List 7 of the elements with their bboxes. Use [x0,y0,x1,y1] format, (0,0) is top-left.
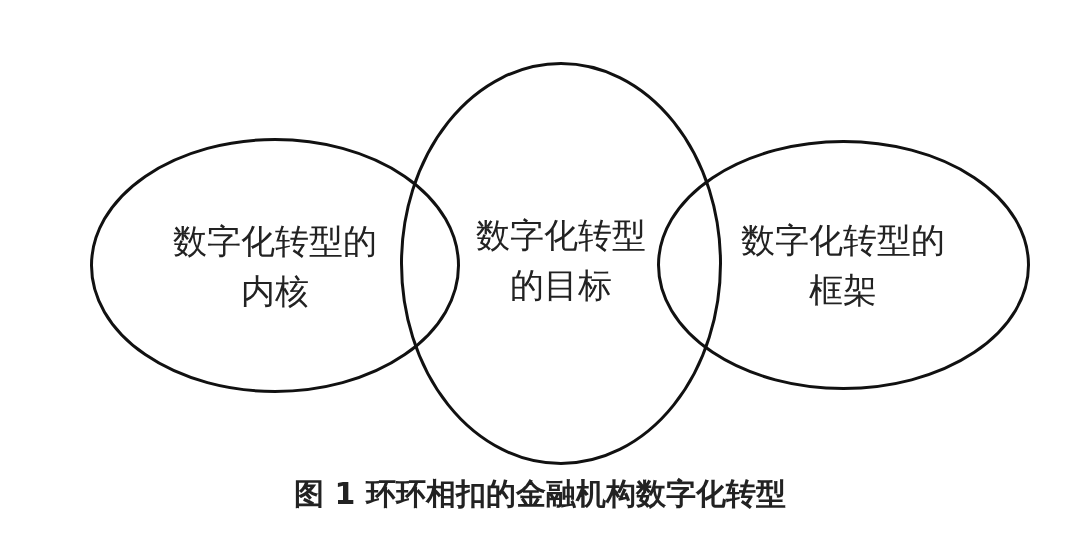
ellipse-label: 数字化转型的框架 [740,219,946,312]
ellipse-label: 数字化转型的内核 [172,220,378,313]
ellipse-label: 数字化转型的目标 [475,214,647,307]
figure-caption: 图 1 环环相扣的金融机构数字化转型 [294,475,786,513]
venn-ellipse [657,140,1030,390]
venn-ellipse [90,138,460,393]
venn-ellipse [400,62,722,465]
